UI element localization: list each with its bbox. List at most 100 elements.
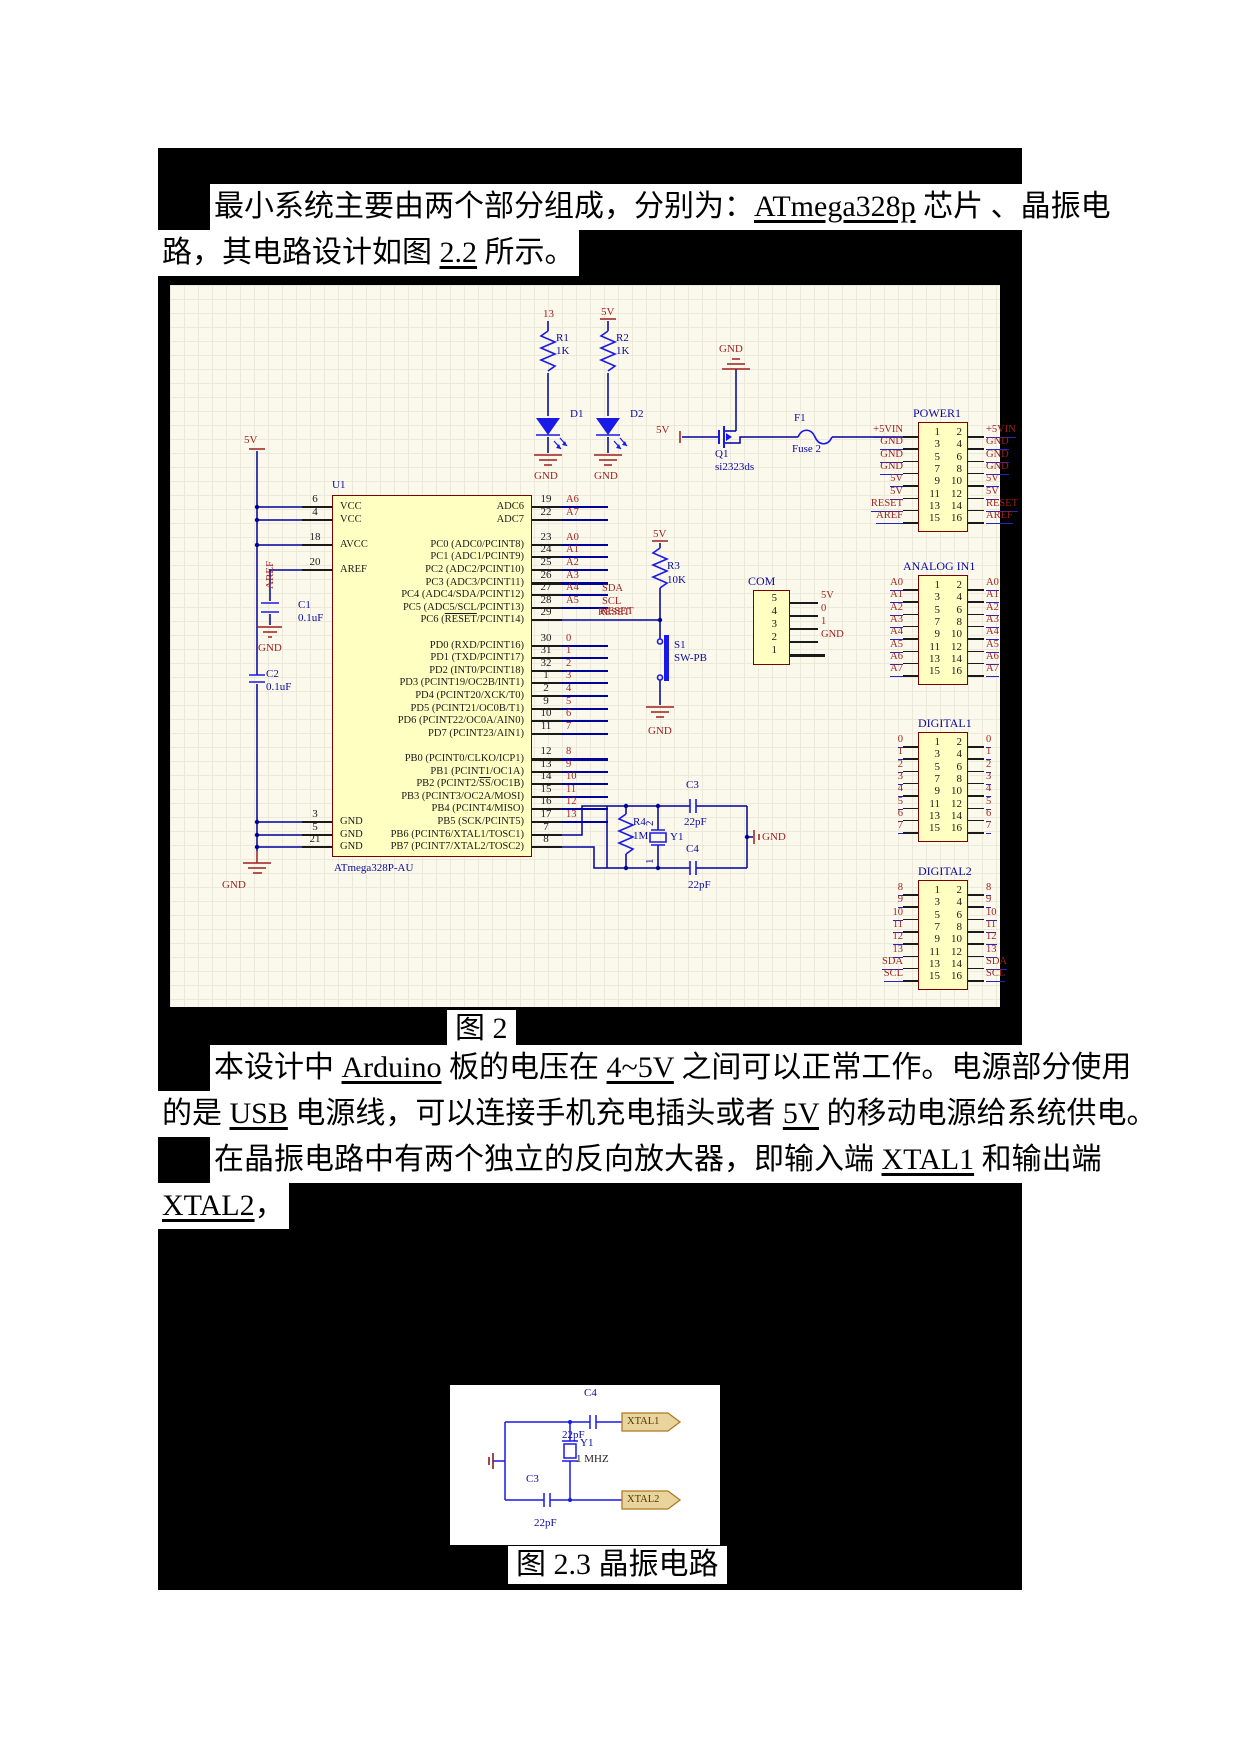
- wire: [562, 771, 608, 773]
- wire: [968, 943, 984, 945]
- wire: [790, 654, 825, 657]
- schematic-label: 1M: [633, 830, 649, 842]
- schematic-label: 22pF: [684, 816, 707, 828]
- net-label: 12: [986, 931, 997, 946]
- switch-contact: [656, 674, 664, 681]
- wire: [903, 782, 918, 785]
- net-label: A4: [890, 626, 903, 641]
- pin-number: 2: [956, 736, 963, 748]
- pin-number: 14: [951, 499, 962, 512]
- pin-number: 15: [929, 512, 940, 525]
- pin-number: 1: [771, 644, 778, 656]
- schematic-label: GND: [719, 343, 743, 355]
- net-label: AREF: [986, 510, 1013, 525]
- chip-pin-name: PD7 (PCINT23/AIN1): [428, 728, 524, 739]
- wire: [562, 594, 608, 596]
- wire: [968, 807, 984, 809]
- wire: [562, 682, 608, 684]
- mosfet-q1-bars: [718, 426, 725, 448]
- wire: [968, 906, 984, 908]
- resistor-r3: [650, 547, 670, 589]
- net-label: 5V: [986, 473, 999, 488]
- pin-number: 8: [956, 615, 963, 628]
- pin-number: 12: [540, 745, 552, 757]
- pin-number: 1: [934, 426, 941, 438]
- pin-number: 11: [929, 487, 940, 500]
- pin-number: 14: [951, 652, 962, 665]
- chip-pin-name: PD4 (PCINT20/XCK/T0): [415, 690, 524, 701]
- pin-number: 16: [951, 970, 962, 983]
- wire: [562, 556, 608, 558]
- pin-number: 2: [543, 682, 549, 694]
- wire: [532, 708, 562, 710]
- text-run: ，: [254, 1189, 285, 1222]
- paragraph-2-line-2: 的是 USB 电源线，可以连接手机充电插头或者 5V 的移动电源给系统供电。: [158, 1091, 1156, 1137]
- wire: [532, 506, 562, 508]
- net-label: GND: [986, 461, 1009, 475]
- net-label: A4: [566, 582, 579, 593]
- net-label: A2: [986, 602, 999, 616]
- net-label: GND: [986, 436, 1009, 451]
- schematic-label: 1K: [556, 345, 570, 357]
- net-label: 6: [897, 808, 903, 822]
- net-label: A6: [986, 651, 999, 665]
- ground-d1: [534, 454, 562, 466]
- wire: [532, 594, 562, 596]
- wire: [532, 670, 562, 672]
- net-label: 8: [566, 746, 572, 757]
- wire: [968, 509, 984, 512]
- net-label: 2: [986, 759, 992, 773]
- net-label: RESET: [598, 607, 631, 618]
- wire: [903, 522, 918, 524]
- net-label: 3: [566, 670, 572, 681]
- pin-number: 16: [540, 795, 552, 807]
- pin-number: 5: [771, 592, 778, 604]
- pin-number: 1: [934, 579, 941, 591]
- net-label: 13: [986, 944, 997, 958]
- wire: [968, 955, 984, 957]
- wire: [968, 472, 984, 475]
- pin-number: 22: [540, 506, 552, 518]
- net-label: 7: [897, 820, 903, 835]
- paragraph-1-line-2: 路，其电路设计如图 2.2 所示。: [158, 230, 579, 276]
- wire: [562, 758, 608, 761]
- net-label: A4: [986, 626, 999, 641]
- chip-pin-name: PB6 (PCINT6/XTAL1/TOSC1): [390, 829, 524, 840]
- schematic-label: Y1: [670, 831, 684, 843]
- schematic-label: U1: [332, 479, 346, 491]
- chip-pin-name: ADC7: [496, 514, 524, 525]
- text-run: XTAL1: [881, 1143, 975, 1176]
- pin-number: 17: [540, 808, 552, 820]
- pin-number: 12: [951, 487, 962, 500]
- net-label: SDA: [602, 583, 624, 594]
- switch-s1-bar: [664, 635, 669, 681]
- pin-number: 4: [956, 748, 963, 761]
- pin-number: 7: [543, 821, 549, 833]
- crystal-figure-label: Y1: [580, 1437, 594, 1449]
- pin-number: 6: [312, 493, 318, 505]
- chip-pin-name: PB0 (PCINT0/CLKO/ICP1): [404, 753, 524, 764]
- wire: [562, 796, 608, 798]
- pin-number: 6: [956, 908, 963, 921]
- xtal2-tag: [621, 1490, 682, 1510]
- net-label: RESET: [870, 498, 903, 512]
- crystal-circuit-drawing: [488, 1412, 682, 1510]
- pin-number: 4: [956, 438, 963, 451]
- net-label: A1: [986, 589, 999, 604]
- chip-pin-name: PB2 (PCINT2/SS/OC1B): [416, 778, 524, 789]
- pin-number: 1: [934, 736, 941, 748]
- pin-number: 7: [934, 772, 941, 785]
- mosfet-arrow: [726, 433, 732, 441]
- net-label: SDA: [881, 956, 903, 970]
- schematic-label: 1: [644, 858, 656, 865]
- pin-number: 12: [951, 945, 962, 958]
- chip-pin-name: PC2 (ADC2/PCINT10): [425, 564, 524, 575]
- wire: [562, 544, 608, 546]
- text-run: 5V: [782, 1097, 819, 1130]
- wire: [562, 720, 608, 722]
- net-label: 2: [566, 658, 572, 669]
- wire: [562, 645, 608, 647]
- crystal-figure-label: 1 MHZ: [576, 1453, 609, 1465]
- pin-number: 13: [929, 652, 940, 665]
- wire: [562, 695, 608, 697]
